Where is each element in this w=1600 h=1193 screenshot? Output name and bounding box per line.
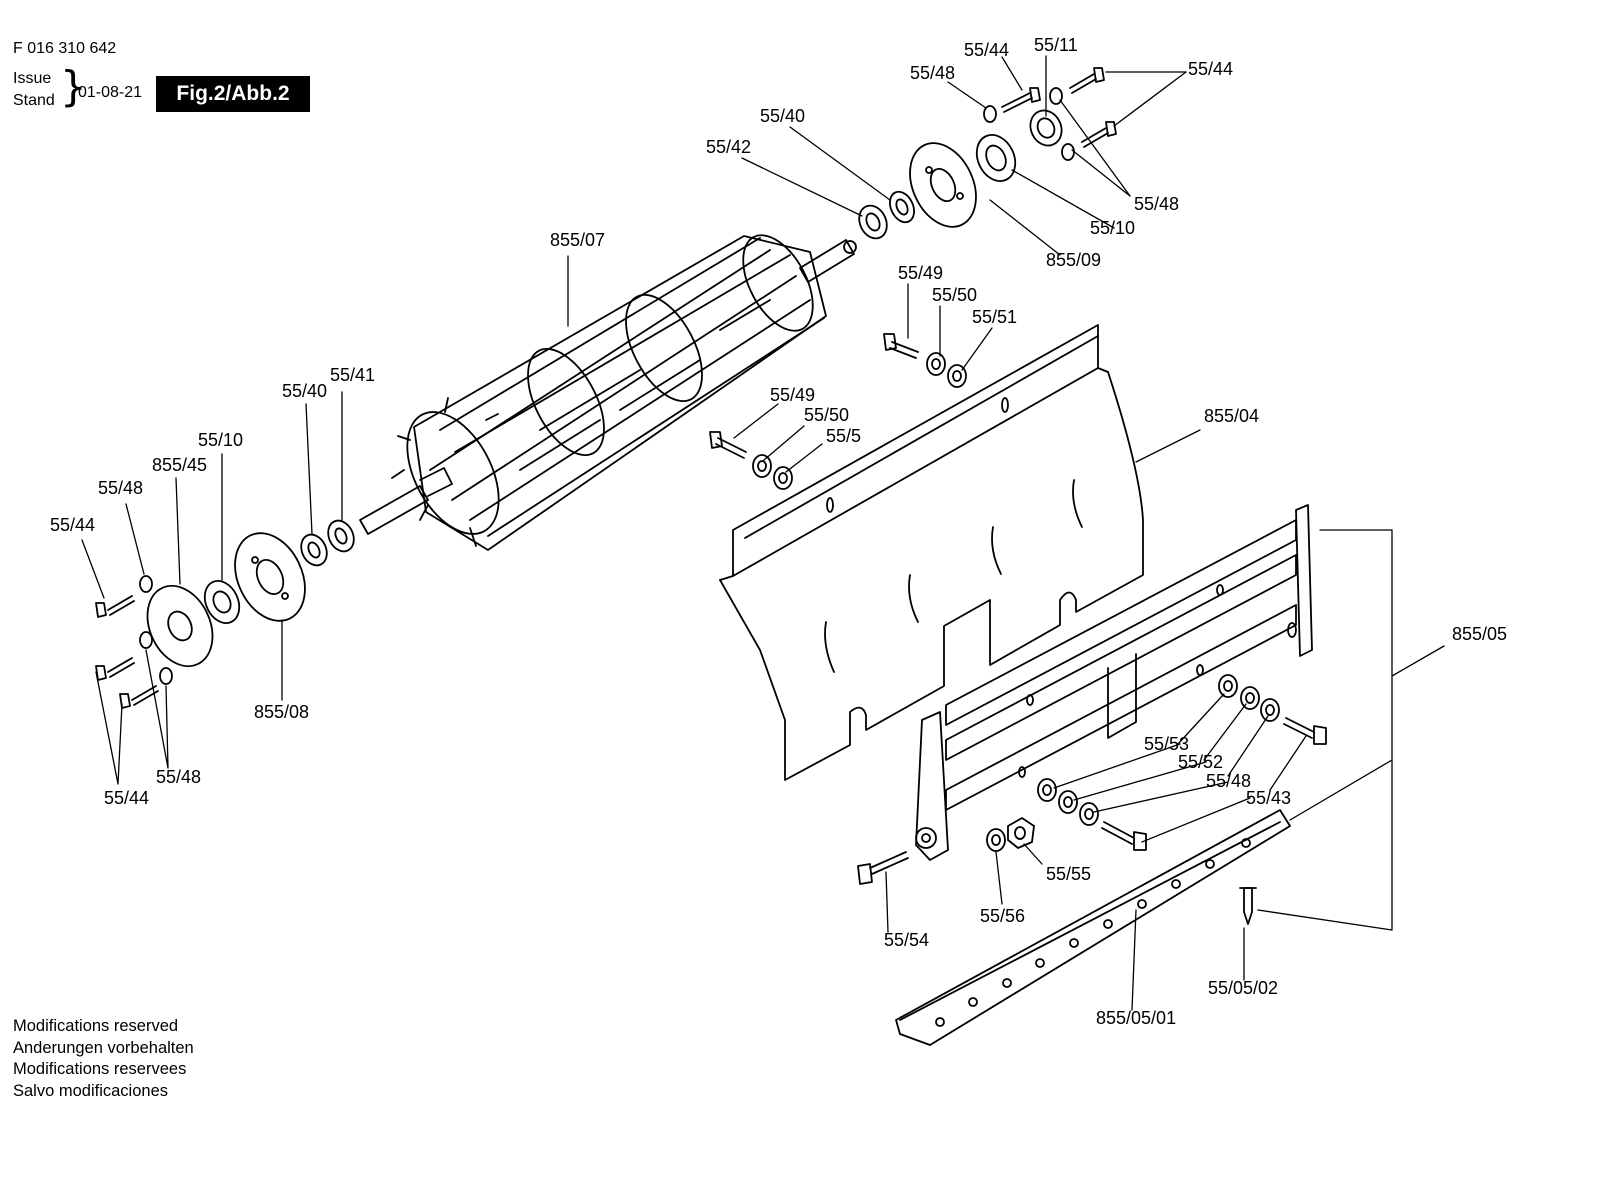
label-frame-washer-56: 55/56 bbox=[980, 906, 1025, 926]
label-left-washer-41: 55/41 bbox=[330, 365, 375, 385]
upper-bolt-set bbox=[883, 333, 967, 388]
label-right-washer-40: 55/40 bbox=[760, 106, 805, 126]
label-cutter-screw: 55/05/02 bbox=[1208, 978, 1278, 998]
reel-cylinder bbox=[359, 234, 857, 551]
label-left-plate: 855/45 bbox=[152, 455, 207, 475]
label-frame-washer-52: 55/52 bbox=[1178, 752, 1223, 772]
label-frame-washer-53: 55/53 bbox=[1144, 734, 1189, 754]
right-bearing-set bbox=[858, 67, 1117, 240]
lower-bolt-set bbox=[709, 431, 793, 490]
note-line: Salvo modificaciones bbox=[13, 1081, 168, 1100]
cutter-frame bbox=[915, 504, 1313, 861]
frame-fastener-set bbox=[857, 674, 1327, 885]
label-left-screw-44-b: 55/44 bbox=[104, 788, 149, 808]
label-left-washer-48-a: 55/48 bbox=[98, 478, 143, 498]
stand-label: Stand bbox=[13, 92, 55, 109]
brace-symbol: } bbox=[60, 62, 87, 111]
label-frame-bolt-54: 55/54 bbox=[884, 930, 929, 950]
label-right-washer-48-b: 55/48 bbox=[1134, 194, 1179, 214]
label-upper-bolt-49: 55/49 bbox=[898, 263, 943, 283]
issue-date: 01-08-21 bbox=[78, 84, 143, 101]
issue-label: Issue bbox=[13, 70, 52, 87]
label-right-bearing: 55/10 bbox=[1090, 218, 1135, 238]
note-line: Anderungen vorbehalten bbox=[13, 1038, 194, 1057]
label-right-cap: 55/11 bbox=[1034, 35, 1078, 55]
document-number: F 016 310 642 bbox=[13, 40, 117, 57]
label-bedknife-plate: 855/04 bbox=[1204, 406, 1259, 426]
cutter-screw bbox=[1239, 887, 1257, 925]
label-right-flange: 855/09 bbox=[1046, 250, 1101, 270]
label-frame-washer-48: 55/48 bbox=[1206, 771, 1251, 791]
label-upper-washer-50: 55/50 bbox=[932, 285, 977, 305]
modification-notes: Modifications reserved Anderungen vorbeh… bbox=[13, 1016, 194, 1102]
label-left-washer-48-b: 55/48 bbox=[156, 767, 201, 787]
label-left-bearing: 55/10 bbox=[198, 430, 243, 450]
label-lower-bolt-49: 55/49 bbox=[770, 385, 815, 405]
label-left-screw-44-a: 55/44 bbox=[50, 515, 95, 535]
label-right-washer-42: 55/42 bbox=[706, 137, 751, 157]
label-right-washer-48-a: 55/48 bbox=[910, 63, 955, 83]
label-cutter-bar-assembly: 855/05 bbox=[1452, 624, 1507, 644]
label-left-washer-40: 55/40 bbox=[282, 381, 327, 401]
left-bearing-set bbox=[95, 519, 355, 709]
label-right-screw-44-a: 55/44 bbox=[964, 40, 1009, 60]
figure-label: Fig.2/Abb.2 bbox=[156, 76, 310, 112]
leader-lines bbox=[81, 55, 1445, 1011]
label-upper-washer-51: 55/51 bbox=[972, 307, 1017, 327]
note-line: Modifications reservees bbox=[13, 1060, 187, 1078]
label-left-flange: 855/08 bbox=[254, 702, 309, 722]
label-lower-washer-50: 55/50 bbox=[804, 405, 849, 425]
label-frame-nut-55: 55/55 bbox=[1046, 864, 1091, 884]
label-frame-bolt-43: 55/43 bbox=[1246, 788, 1291, 808]
label-cutter-bar: 855/05/01 bbox=[1096, 1008, 1176, 1028]
bedknife-plate bbox=[719, 324, 1144, 781]
note-line: Modifications reserved bbox=[13, 1017, 179, 1035]
label-reel: 855/07 bbox=[550, 230, 605, 250]
cutter-bar bbox=[895, 809, 1291, 1046]
label-lower-washer-5: 55/5 bbox=[826, 426, 861, 446]
label-right-screw-44-b: 55/44 bbox=[1188, 59, 1233, 79]
